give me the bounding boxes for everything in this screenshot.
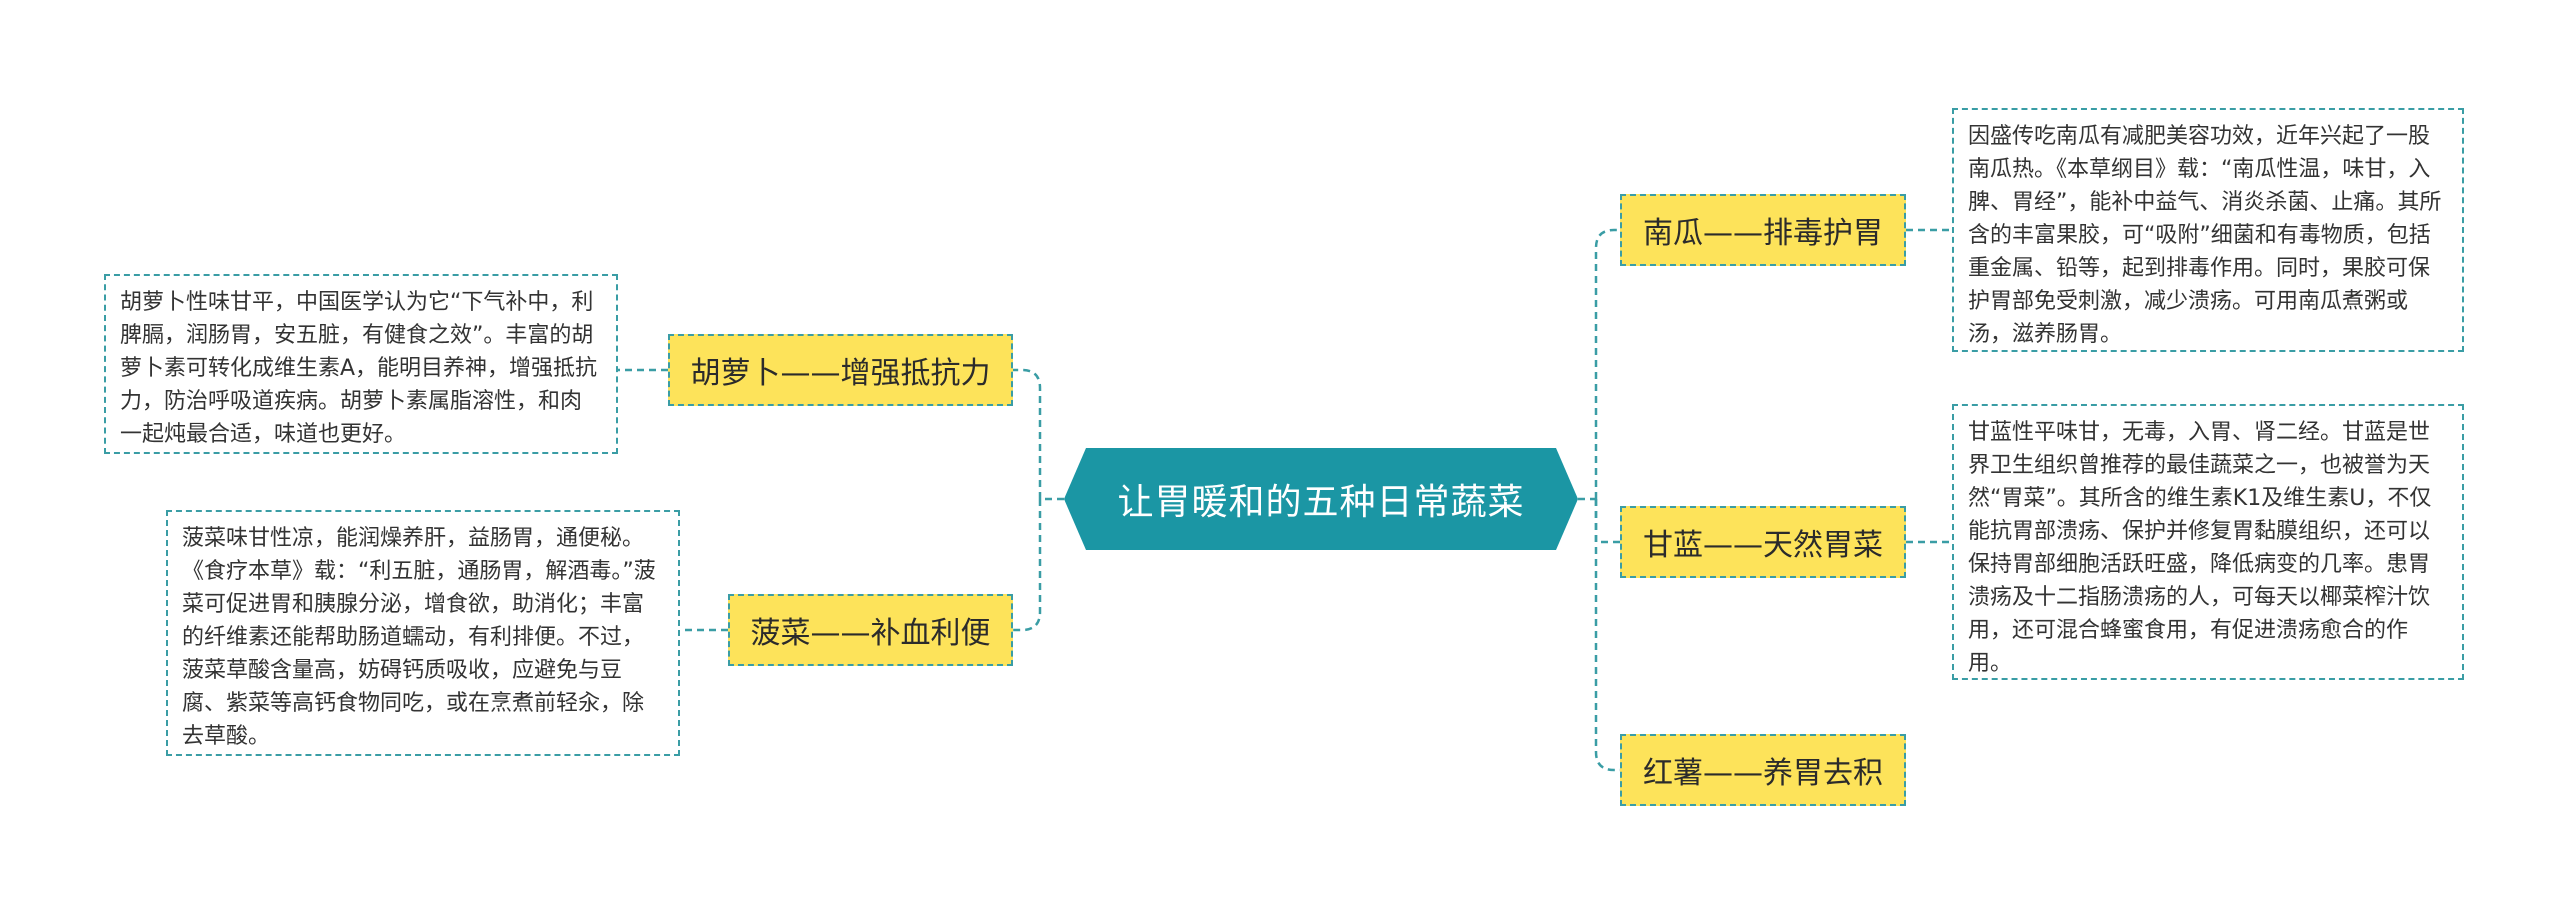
topic-spinach-label: 菠菜——补血利便 xyxy=(750,616,991,651)
note-pumpkin: 因盛传吃南瓜有减肥美容功效，近年兴起了一股南瓜热。《本草纲目》载：“南瓜性温，味… xyxy=(1952,108,2464,352)
connector-right-trunk-mid xyxy=(1594,499,1620,544)
topic-carrot-label: 胡萝卜——增强抵抗力 xyxy=(690,356,991,391)
topic-cabbage-label: 甘蓝——天然胃菜 xyxy=(1643,528,1883,563)
connector-left-trunk xyxy=(1013,368,1042,499)
note-carrot: 胡萝卜性味甘平，中国医学认为它“下气补中，利脾膈，润肠胃，安五脏，有健食之效”。… xyxy=(104,274,618,454)
topic-cabbage[interactable]: 甘蓝——天然胃菜 xyxy=(1620,506,1906,578)
note-spinach: 菠菜味甘性凉，能润燥养肝，益肠胃，通便秘。《食疗本草》载：“利五脏，通肠胃，解酒… xyxy=(166,510,680,756)
topic-pumpkin-label: 南瓜——排毒护胃 xyxy=(1643,216,1883,251)
central-topic-shape xyxy=(1064,448,1578,550)
central-topic-label: 让胃暖和的五种日常蔬菜 xyxy=(1117,482,1525,523)
topic-pumpkin[interactable]: 南瓜——排毒护胃 xyxy=(1620,194,1906,266)
topic-sweet-potato-label: 红薯——养胃去积 xyxy=(1643,756,1883,791)
connector-right-trunk-upper xyxy=(1594,228,1620,499)
note-cabbage: 甘蓝性平味甘，无毒，入胃、肾二经。甘蓝是世界卫生组织曾推荐的最佳蔬菜之一，也被誉… xyxy=(1952,404,2464,680)
topic-spinach[interactable]: 菠菜——补血利便 xyxy=(728,594,1013,666)
connector-right-trunk-lower xyxy=(1594,499,1620,772)
topic-carrot[interactable]: 胡萝卜——增强抵抗力 xyxy=(668,334,1013,406)
connector-left-trunk-lower xyxy=(1013,499,1042,632)
topic-sweet-potato[interactable]: 红薯——养胃去积 xyxy=(1620,734,1906,806)
central-topic[interactable]: 让胃暖和的五种日常蔬菜 xyxy=(1064,448,1578,550)
